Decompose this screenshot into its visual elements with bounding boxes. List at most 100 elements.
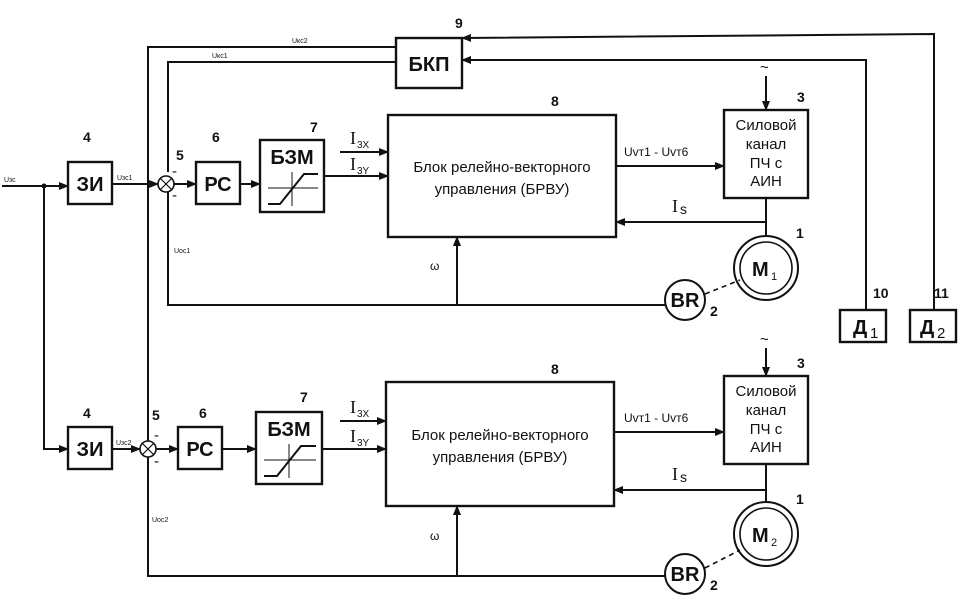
power-label-1a: Силовой: [736, 117, 797, 134]
rs-block-2: [176, 425, 224, 471]
rs-block-1: [194, 160, 242, 206]
label-9: 9: [455, 15, 463, 31]
ukc2-label: Uкс2: [292, 38, 308, 45]
ukc1-label: Uкс1: [212, 53, 228, 60]
power-label-1d: АИН: [750, 173, 782, 190]
i3y-sub-1: 3Y: [357, 166, 370, 177]
zi-label-1: ЗИ: [77, 174, 104, 196]
label-11: 11: [934, 285, 949, 301]
uzs-label: Uзс: [4, 177, 16, 184]
i3x-label-2: I: [350, 397, 356, 417]
brvu-label-2b: управления (БРВУ): [433, 449, 568, 466]
is-label-2: I: [672, 464, 678, 484]
zi-label-2: ЗИ: [77, 439, 104, 461]
motor2-inner: [739, 507, 793, 561]
bkp-output-2: [147, 46, 396, 448]
ac-symbol-1: ~: [760, 59, 769, 76]
motor2-label: M: [752, 525, 769, 547]
label-1-top: 1: [796, 225, 804, 241]
sensor-d1-label: Д: [853, 317, 867, 339]
uvt-wave-1: ~~: [662, 159, 676, 173]
sensor-d2-label: Д: [920, 317, 934, 339]
power-label-1b: канал: [746, 136, 787, 153]
label-5-top: 5: [176, 147, 184, 163]
power-label-2b: канал: [746, 402, 787, 419]
label-5-bottom: 5: [152, 407, 160, 423]
sum1-minus-top: -: [172, 163, 177, 180]
br-label-2: BR: [671, 564, 700, 586]
rs-label-2: РС: [186, 439, 213, 461]
label-8-top: 8: [551, 93, 559, 109]
uvt-label-2: Uvт1 - Uvт6: [624, 411, 689, 425]
input-branch: [43, 186, 69, 453]
sensor-d2-sub: 2: [937, 325, 945, 342]
brvu-label-1b: управления (БРВУ): [435, 181, 570, 198]
zi-block-2: [66, 425, 114, 471]
label-3-bottom: 3: [797, 355, 805, 371]
uoc2-label: Uос2: [152, 517, 168, 524]
uoc1-label: Uос1: [174, 248, 190, 255]
label-2-top: 2: [710, 303, 718, 319]
sum2-minus-bottom: -: [154, 453, 159, 470]
feedback-line-2: [147, 457, 665, 577]
bzm-label-2: БЗМ: [267, 419, 310, 441]
saturation-icon-1: [268, 172, 318, 206]
rs-label-1: РС: [204, 174, 231, 196]
d2-signal-line: [461, 32, 935, 310]
label-1-bottom: 1: [796, 491, 804, 507]
brvu-block-1: [386, 113, 618, 239]
motor1-inner: [739, 241, 793, 295]
is-sub-2: s: [680, 469, 687, 485]
sensor-d1-block: [838, 308, 888, 344]
label-2-bottom: 2: [710, 577, 718, 593]
ac-symbol-2: ~: [760, 331, 769, 348]
brvu-label-1a: Блок релейно-векторного: [413, 159, 590, 176]
omega-label-2: ω: [430, 529, 439, 543]
label-7-top: 7: [310, 119, 318, 135]
is-label-1: I: [672, 196, 678, 216]
motor1-label: M: [752, 259, 769, 281]
label-8-bottom: 8: [551, 361, 559, 377]
i3y-label-1: I: [350, 154, 356, 174]
label-10: 10: [873, 285, 889, 301]
uvt-wave-2: ~~: [662, 425, 676, 439]
label-7-bottom: 7: [300, 389, 308, 405]
power-label-2c: ПЧ с: [750, 421, 783, 438]
label-4-bottom: 4: [83, 405, 91, 421]
bkp-output-1: [167, 61, 396, 172]
brvu-block-2: [384, 380, 616, 508]
brvu-label-2a: Блок релейно-векторного: [411, 427, 588, 444]
motor2-sub: 2: [771, 537, 777, 549]
uzc2-label: Uзс2: [116, 440, 132, 447]
br-coupling-1: [704, 279, 741, 295]
motor1-sub: 1: [771, 271, 777, 283]
br-coupling-2: [704, 549, 741, 569]
i3x-label-1: I: [350, 128, 356, 148]
br-sensor-2: [664, 553, 706, 595]
saturation-icon-2: [264, 444, 316, 478]
br-sensor-1: [664, 279, 706, 321]
bzm-label-1: БЗМ: [270, 147, 313, 169]
feedback-line-1: [167, 192, 665, 306]
power-label-2d: АИН: [750, 439, 782, 456]
d1-signal-line: [461, 56, 867, 310]
sensor-d1-sub: 1: [870, 325, 878, 342]
i3x-sub-2: 3X: [357, 409, 370, 420]
sum1-minus-bottom: -: [172, 187, 177, 204]
label-6-bottom: 6: [199, 405, 207, 421]
i3y-label-2: I: [350, 426, 356, 446]
br-label-1: BR: [671, 290, 700, 312]
uzc1-label: Uзс1: [117, 175, 133, 182]
i3y-sub-2: 3Y: [357, 438, 370, 449]
label-6-top: 6: [212, 129, 220, 145]
label-4-top: 4: [83, 129, 91, 145]
bkp-label: БКП: [409, 54, 450, 76]
is-sub-1: s: [680, 201, 687, 217]
power-label-2a: Силовой: [736, 383, 797, 400]
label-3-top: 3: [797, 89, 805, 105]
i3x-sub-1: 3X: [357, 140, 370, 151]
power-label-1c: ПЧ с: [750, 155, 783, 172]
omega-label-1: ω: [430, 259, 439, 273]
sum2-minus-top: -: [154, 427, 159, 444]
